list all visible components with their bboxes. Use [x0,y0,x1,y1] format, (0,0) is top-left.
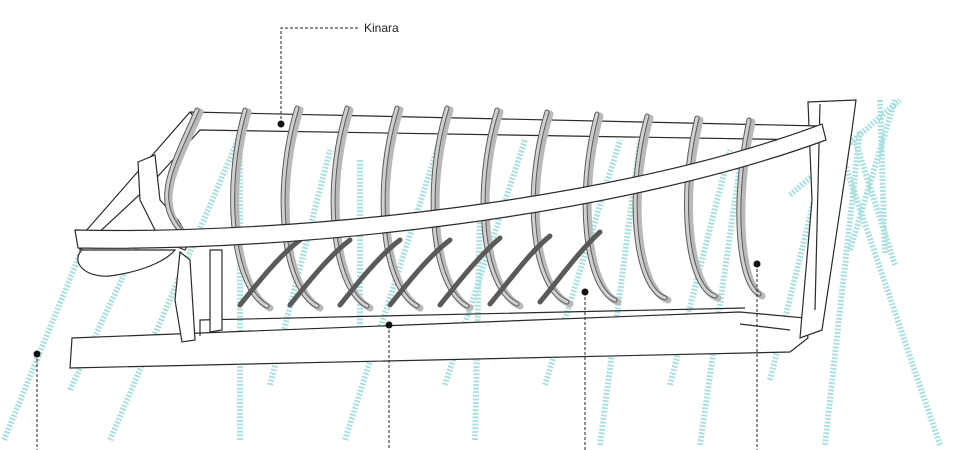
rib [632,113,672,304]
rib [530,109,574,308]
bow-post [137,154,223,343]
rib [582,111,622,306]
callout-dot [581,288,589,296]
callout-kinara: Kinara [277,21,399,128]
callout-stern-rib [753,260,761,450]
ribs [164,105,766,312]
wale-plank [74,123,827,249]
rib [480,107,524,310]
callout-keel [385,321,393,450]
callout-dot [277,120,285,128]
rib [164,107,204,244]
keel [69,307,809,369]
rib [430,105,474,312]
callout-dot [385,321,393,329]
callout-dot [753,260,761,268]
callout-dot [33,350,41,358]
label-kinara: Kinara [364,21,399,35]
support-props [1,97,943,446]
rib-lower-crossings [237,229,603,308]
stem-foot [77,249,177,277]
rib [684,115,722,302]
callout-left [33,350,41,450]
callout-rib [581,288,589,450]
